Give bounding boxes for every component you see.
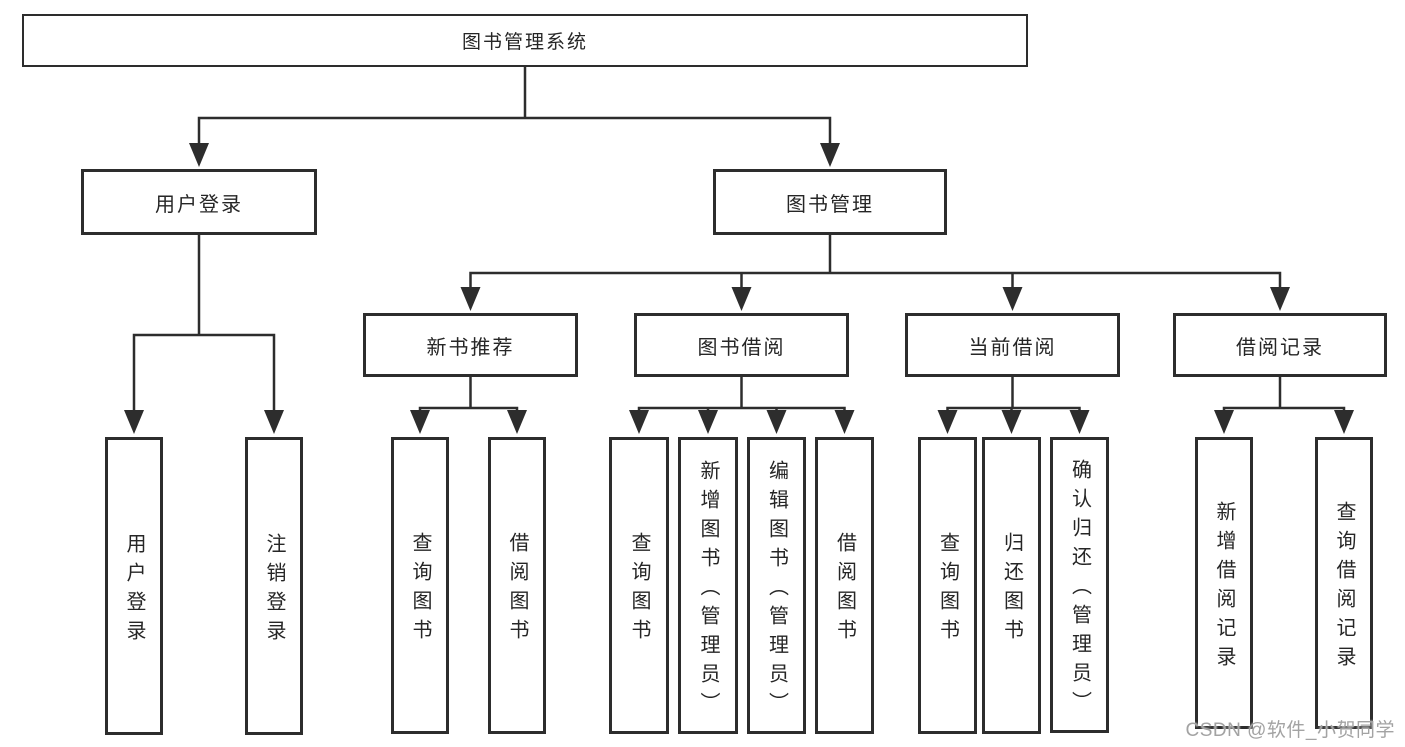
arrow-down-icon bbox=[731, 287, 752, 311]
leaf-return-books: 归还图书 bbox=[982, 437, 1041, 734]
leaf-add-books-admin: 新增图书（管理员） bbox=[678, 437, 738, 734]
leaf-logout-label: 注销登录 bbox=[263, 532, 285, 649]
arrow-down-icon bbox=[820, 143, 840, 167]
arrowheads bbox=[124, 143, 1354, 434]
arrow-down-icon bbox=[698, 410, 718, 434]
csdn-watermark: CSDN @软件_小贺同学 bbox=[1185, 720, 1395, 741]
node-new-book-recommend-label: 新书推荐 bbox=[426, 336, 515, 359]
arrow-down-icon bbox=[264, 410, 284, 434]
leaf-borrow-books-2: 借阅图书 bbox=[815, 437, 874, 734]
arrow-down-icon bbox=[1270, 287, 1290, 311]
leaf-query-borrow-record: 查询借阅记录 bbox=[1315, 437, 1373, 729]
node-borrow-record: 借阅记录 bbox=[1173, 313, 1387, 377]
leaf-edit-books-admin-label: 编辑图书（管理员） bbox=[765, 459, 788, 721]
node-book-management: 图书管理 bbox=[713, 169, 947, 235]
arrow-down-icon bbox=[834, 410, 855, 434]
leaf-user-login: 用户登录 bbox=[105, 437, 163, 735]
arrow-down-icon bbox=[410, 410, 430, 434]
node-current-borrow-label: 当前借阅 bbox=[968, 336, 1057, 359]
leaf-confirm-return-admin: 确认归还（管理员） bbox=[1050, 437, 1109, 733]
leaf-return-books-label: 归还图书 bbox=[1000, 532, 1023, 648]
arrow-down-icon bbox=[629, 410, 649, 434]
leaf-logout: 注销登录 bbox=[245, 437, 303, 735]
arrow-down-icon bbox=[507, 410, 527, 434]
node-new-book-recommend: 新书推荐 bbox=[363, 313, 578, 377]
leaf-add-borrow-record-label: 新增借阅记录 bbox=[1213, 500, 1235, 675]
arrow-down-icon bbox=[937, 410, 958, 434]
leaf-add-books-admin-label: 新增图书（管理员） bbox=[697, 459, 719, 721]
leaf-query-borrow-record-label: 查询借阅记录 bbox=[1333, 500, 1355, 675]
leaf-user-login-label: 用户登录 bbox=[123, 532, 145, 649]
leaf-borrow-books-1-label: 借阅图书 bbox=[506, 532, 528, 648]
leaf-query-books-3-label: 查询图书 bbox=[936, 532, 959, 648]
node-book-borrow: 图书借阅 bbox=[634, 313, 849, 377]
node-user-login: 用户登录 bbox=[81, 169, 317, 235]
node-book-borrow-label: 图书借阅 bbox=[697, 336, 786, 359]
arrow-down-icon bbox=[766, 410, 787, 434]
leaf-query-books-1: 查询图书 bbox=[391, 437, 449, 734]
node-root-label: 图书管理系统 bbox=[461, 32, 588, 53]
leaf-query-books-3: 查询图书 bbox=[918, 437, 977, 734]
arrow-down-icon bbox=[1002, 287, 1023, 311]
node-current-borrow: 当前借阅 bbox=[905, 313, 1120, 377]
node-borrow-record-label: 借阅记录 bbox=[1236, 336, 1324, 359]
leaf-query-books-2: 查询图书 bbox=[609, 437, 669, 734]
leaf-query-books-2-label: 查询图书 bbox=[628, 532, 650, 648]
arrow-down-icon bbox=[1069, 410, 1090, 434]
leaf-confirm-return-admin-label: 确认归还（管理员） bbox=[1068, 459, 1091, 720]
leaf-query-books-1-label: 查询图书 bbox=[409, 532, 431, 648]
node-user-login-label: 用户登录 bbox=[155, 193, 243, 216]
arrow-down-icon bbox=[460, 287, 481, 311]
node-book-management-label: 图书管理 bbox=[786, 193, 874, 216]
node-root-system: 图书管理系统 bbox=[22, 14, 1028, 67]
leaf-add-borrow-record: 新增借阅记录 bbox=[1195, 437, 1253, 729]
arrow-down-icon bbox=[124, 410, 144, 434]
arrow-down-icon bbox=[189, 143, 209, 167]
leaf-borrow-books-2-label: 借阅图书 bbox=[833, 532, 856, 648]
leaf-borrow-books-1: 借阅图书 bbox=[488, 437, 546, 734]
arrow-down-icon bbox=[1334, 410, 1354, 434]
leaf-edit-books-admin: 编辑图书（管理员） bbox=[747, 437, 806, 734]
arrow-down-icon bbox=[1214, 410, 1234, 434]
arrow-down-icon bbox=[1001, 410, 1022, 434]
